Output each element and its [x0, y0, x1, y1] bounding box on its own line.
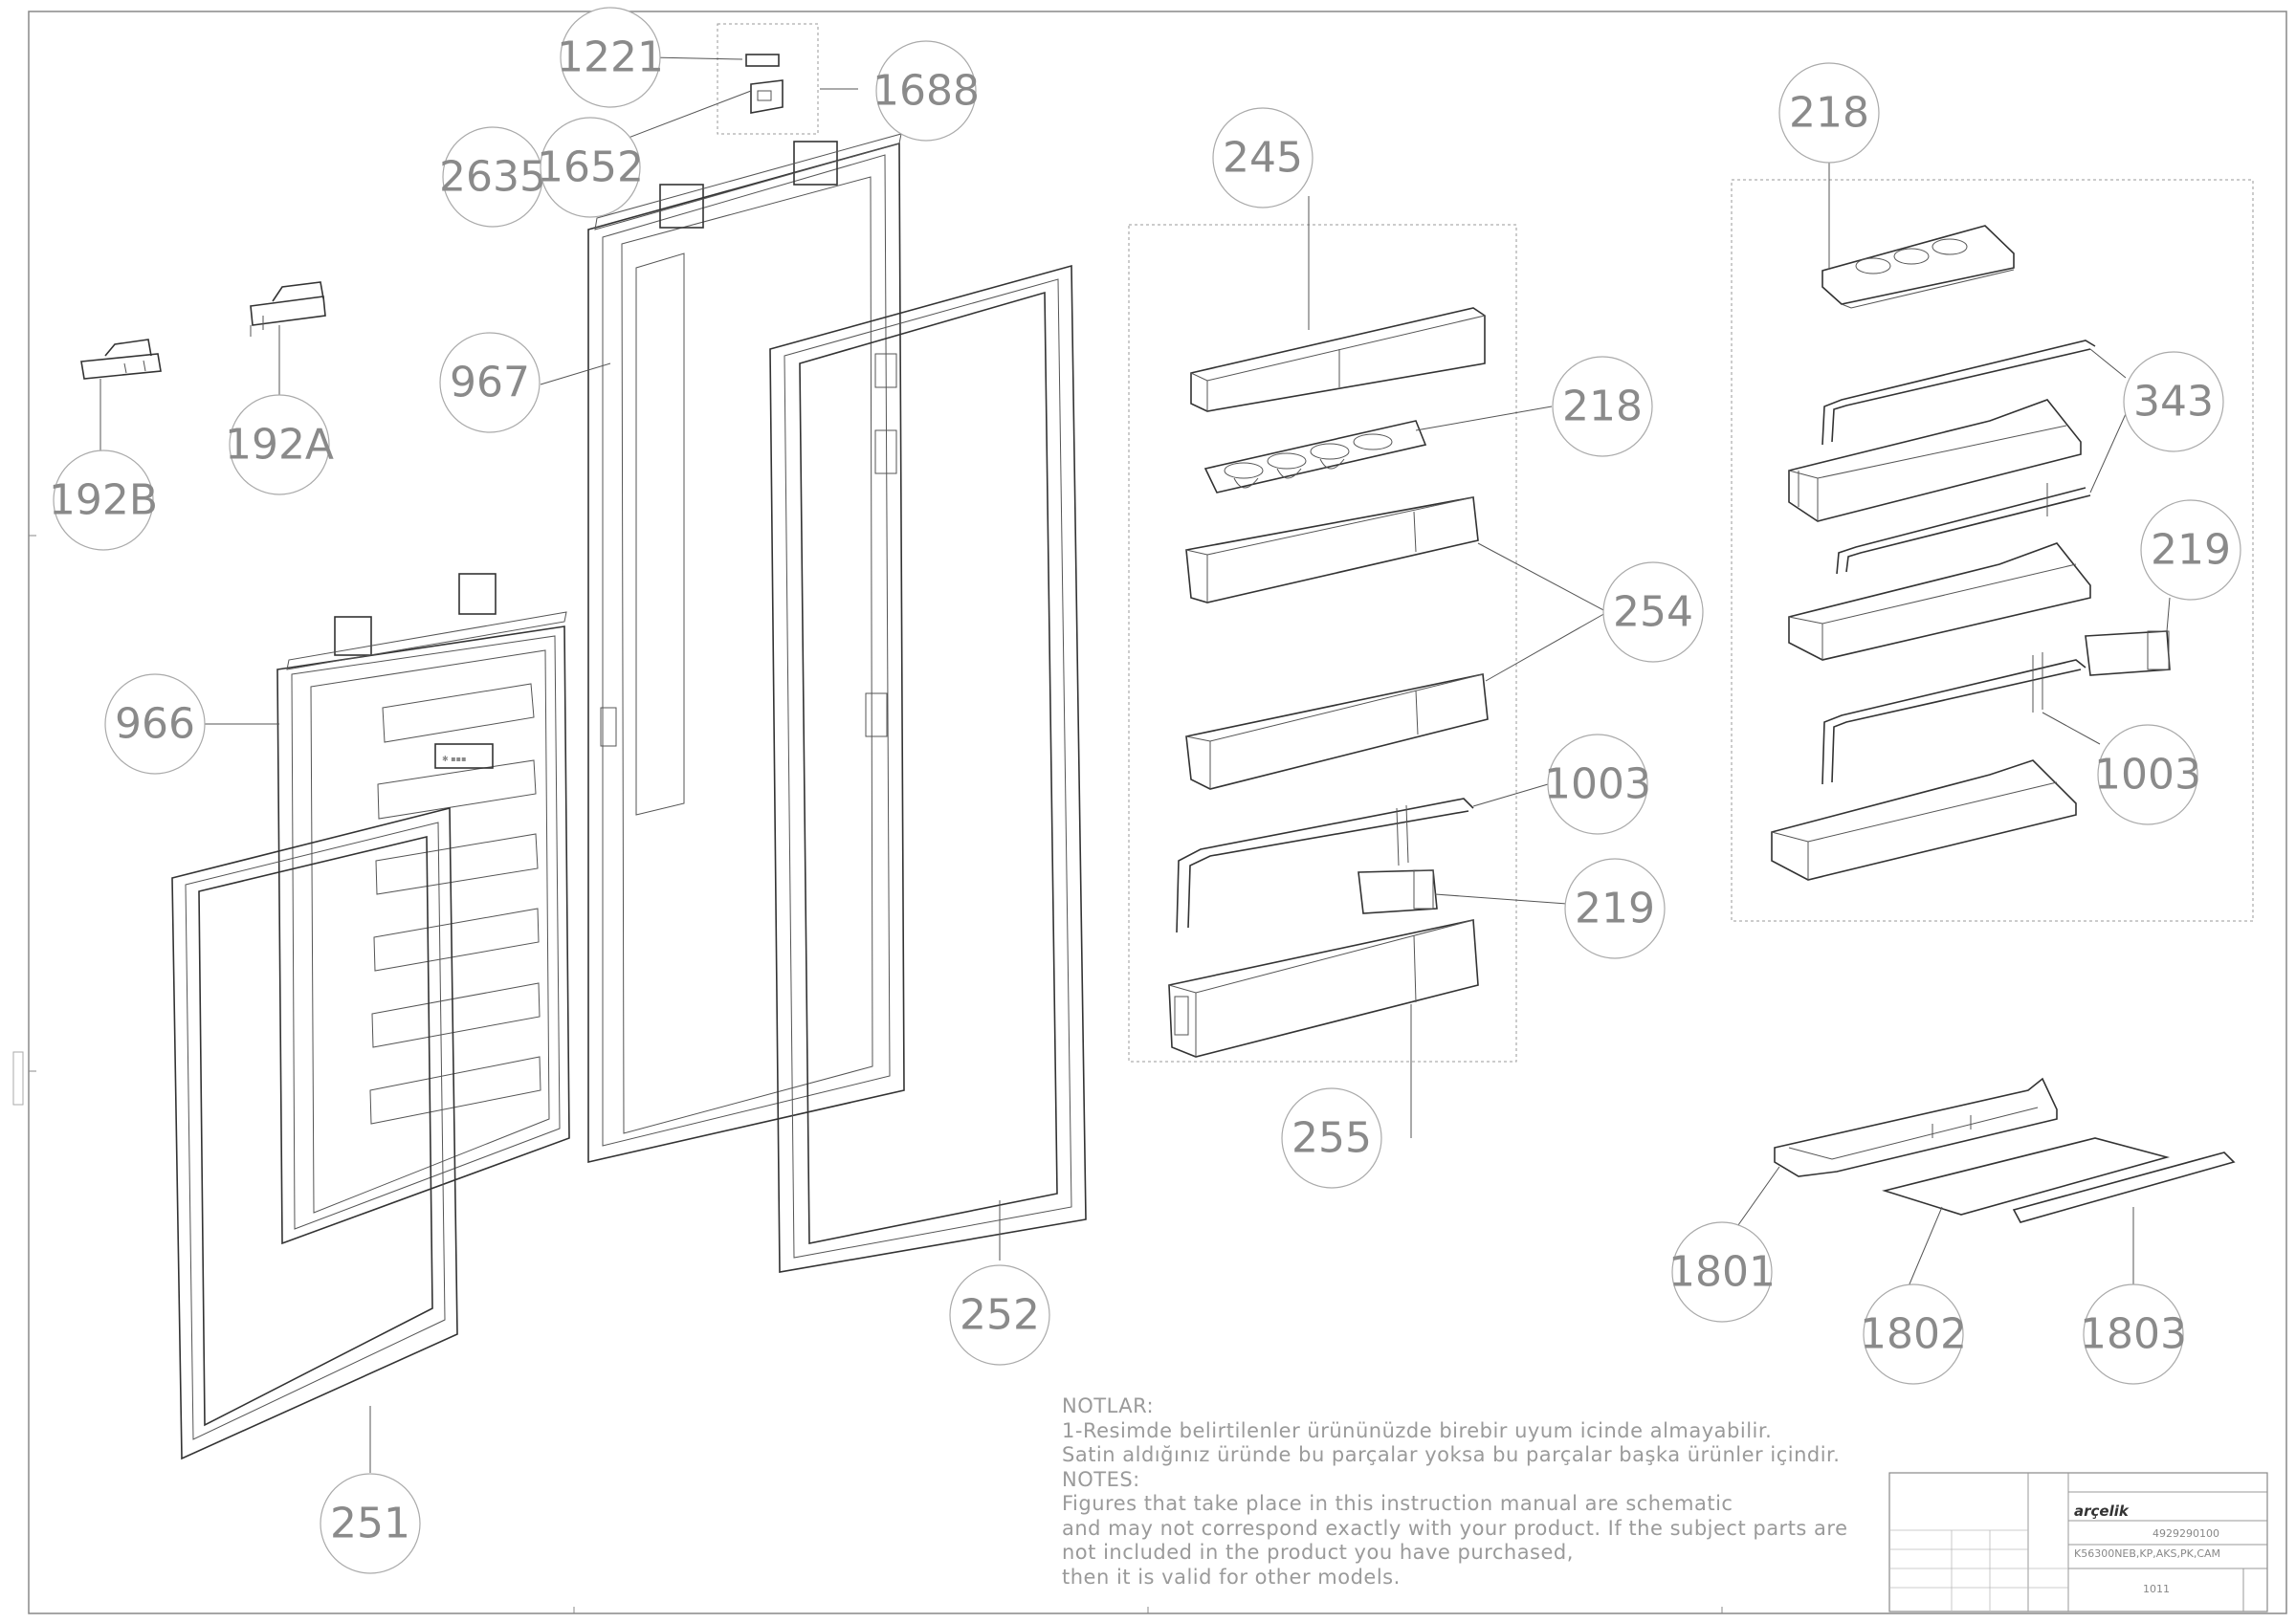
part-1003-rail-b: [1821, 652, 2086, 785]
callout-252: 252: [949, 1264, 1050, 1366]
callout-967: 967: [439, 332, 541, 433]
callout-1003a: 1003: [1544, 734, 1651, 835]
svg-text:219: 219: [1575, 885, 1655, 933]
notes-line: and may not correspond exactly with your…: [1062, 1516, 1848, 1540]
part-218-egg-tray-a: [1203, 420, 1427, 493]
svg-text:1802: 1802: [1860, 1310, 1967, 1359]
callout-1688: 1688: [872, 40, 980, 142]
callout-1802: 1802: [1860, 1283, 1967, 1385]
callout-1652: 1652: [537, 117, 644, 218]
notes-line: 1-Resimde belirtilenler ürününüzde bireb…: [1062, 1418, 1773, 1442]
svg-text:K56300NEB,KP,AKS,PK,CAM: K56300NEB,KP,AKS,PK,CAM: [2074, 1547, 2220, 1560]
part-254-shelf-a: [1185, 496, 1479, 603]
control-box: [12, 1051, 24, 1106]
part-219-divider-a: [1358, 869, 1438, 914]
svg-text:1688: 1688: [872, 67, 980, 116]
part-shelf-right-c: [1771, 759, 2077, 881]
callout-219a: 219: [1564, 858, 1666, 959]
callout-254: 254: [1602, 561, 1704, 663]
part-245-dairy-cover: [1190, 307, 1486, 412]
svg-text:1652: 1652: [537, 143, 644, 192]
brand-logo: arçelik: [2074, 1502, 2130, 1520]
svg-text:343: 343: [2133, 378, 2214, 427]
notes-line: Satin aldığınız üründe bu parçalar yoksa…: [1062, 1443, 1841, 1466]
leader-lines: [99, 56, 2171, 1473]
svg-text:1011: 1011: [2143, 1583, 2170, 1595]
svg-text:2635: 2635: [439, 153, 546, 202]
svg-text:1003: 1003: [2094, 751, 2201, 800]
part-343-rail-mid: [1836, 483, 2091, 575]
callout-1003b: 1003: [2094, 724, 2201, 825]
svg-text:254: 254: [1613, 588, 1693, 637]
svg-text:252: 252: [960, 1291, 1040, 1340]
callout-2635: 2635: [439, 126, 546, 228]
svg-text:218: 218: [1789, 89, 1869, 138]
notes-line: Figures that take place in this instruct…: [1062, 1492, 1733, 1515]
part-343-rail-top: [1821, 340, 2096, 446]
part-1652: [750, 79, 784, 114]
door-967: [587, 133, 905, 1164]
part-192B: [80, 339, 162, 380]
svg-text:4929290100: 4929290100: [2152, 1527, 2219, 1540]
group-box-1688: [717, 23, 819, 135]
svg-text:967: 967: [450, 359, 530, 407]
gasket-252: [769, 264, 1087, 1273]
callout-966: 966: [104, 673, 206, 775]
callout-192B: 192B: [49, 450, 158, 551]
callout-218b: 218: [1778, 62, 1880, 164]
svg-text:1221: 1221: [557, 33, 664, 82]
svg-text:✱ ▪▪▪: ✱ ▪▪▪: [442, 755, 467, 763]
callout-1803: 1803: [2080, 1283, 2187, 1385]
part-1801-glass-frame: [1774, 1077, 2058, 1177]
svg-text:255: 255: [1292, 1114, 1372, 1163]
svg-text:192B: 192B: [49, 476, 158, 525]
notes-block: NOTLAR: 1-Resimde belirtilenler ürününüz…: [1062, 1394, 1904, 1590]
svg-text:245: 245: [1223, 134, 1303, 183]
svg-text:966: 966: [115, 700, 195, 749]
part-shelf-right-b: [1788, 542, 2091, 661]
callout-343: 343: [2123, 351, 2224, 452]
part-218-egg-tray-b: [1821, 225, 2015, 309]
notes-line: NOTLAR:: [1062, 1394, 1155, 1417]
svg-text:192A: 192A: [225, 421, 334, 470]
part-1003-rail-a: [1176, 798, 1474, 933]
svg-text:1801: 1801: [1668, 1248, 1776, 1297]
group-box-right: [1731, 179, 2254, 922]
callout-218a: 218: [1552, 356, 1653, 457]
notes-line: NOTES:: [1062, 1467, 1140, 1491]
group-box-door-shelves: [1128, 224, 1517, 1063]
drawing-frame: [28, 11, 2287, 1614]
svg-text:251: 251: [330, 1500, 410, 1548]
callout-251: 251: [320, 1473, 421, 1574]
title-block: arçelik 4929290100 K56300NEB,KP,AKS,PK,C…: [1888, 1472, 2268, 1612]
notes-line: not included in the product you have pur…: [1062, 1541, 1574, 1564]
gasket-251: [171, 806, 458, 1460]
part-219-divider-b: [2085, 630, 2171, 676]
part-192A: [250, 281, 326, 337]
notes-line: then it is valid for other models.: [1062, 1565, 1401, 1589]
callout-255: 255: [1281, 1087, 1382, 1189]
callout-219b: 219: [2140, 499, 2241, 601]
part-1803-profile: [2012, 1151, 2236, 1223]
part-1221: [745, 54, 780, 67]
callout-192A: 192A: [225, 394, 334, 495]
callout-1221: 1221: [557, 7, 664, 108]
part-shelf-right-a: [1788, 399, 2082, 522]
door-966: ✱ ▪▪▪: [276, 573, 570, 1245]
part-254-shelf-b: [1185, 673, 1489, 790]
callout-245: 245: [1212, 107, 1314, 208]
svg-text:1803: 1803: [2080, 1310, 2187, 1359]
part-1802-glass: [1882, 1137, 2171, 1216]
frame-ticks: [29, 535, 1723, 1613]
callout-1801: 1801: [1668, 1221, 1776, 1323]
part-255-bottle-shelf: [1168, 919, 1479, 1058]
svg-text:218: 218: [1562, 383, 1643, 431]
svg-text:219: 219: [2151, 526, 2231, 575]
svg-text:1003: 1003: [1544, 760, 1651, 809]
